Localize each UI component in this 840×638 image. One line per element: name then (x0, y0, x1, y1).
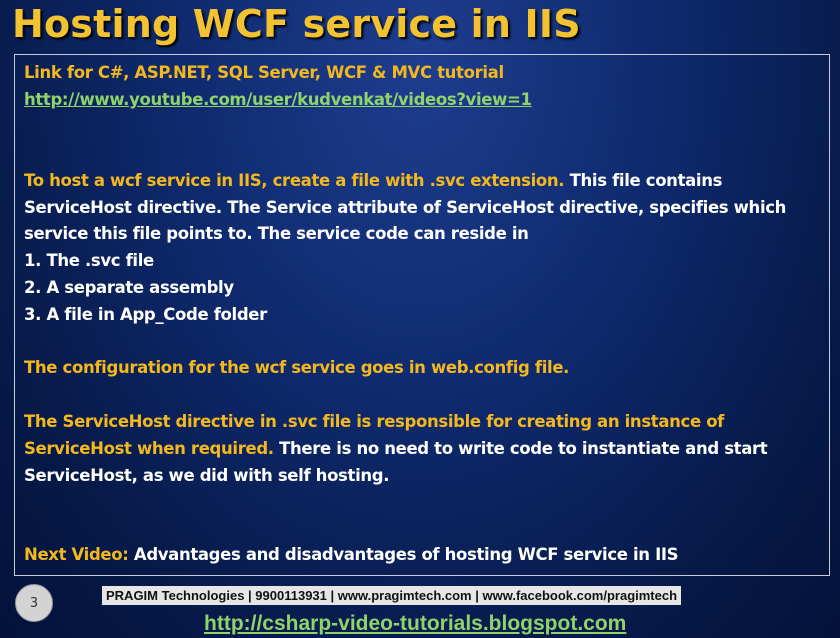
svc-intro-line-1: To host a wcf service in IIS, create a f… (24, 171, 722, 190)
youtube-link[interactable]: http://www.youtube.com/user/kudvenkat/vi… (24, 90, 532, 109)
servicehost-line-1: The ServiceHost directive in .svc file i… (24, 412, 725, 431)
servicehost-line-2: ServiceHost when required. There is no n… (24, 439, 768, 458)
slide-title: Hosting WCF service in IIS (12, 2, 581, 46)
servicehost-line-3: ServiceHost, as we did with self hosting… (24, 466, 390, 485)
blog-link[interactable]: http://csharp-video-tutorials.blogspot.c… (204, 612, 627, 635)
servicehost-rest: There is no need to write code to instan… (273, 439, 768, 458)
svc-intro-line-3: service this file points to. The service… (24, 224, 529, 243)
next-video-title: Advantages and disadvantages of hosting … (128, 545, 679, 564)
company-info-bar: PRAGIM Technologies | 9900113931 | www.p… (102, 586, 682, 605)
list-item-separate-assembly: 2. A separate assembly (24, 278, 234, 297)
page-number-badge: 3 (15, 584, 53, 622)
config-note: The configuration for the wcf service go… (24, 358, 570, 377)
next-video-line: Next Video: Advantages and disadvantages… (24, 545, 679, 564)
list-item-svc-file: 1. The .svc file (24, 251, 154, 270)
svc-intro-rest: This file contains (564, 171, 723, 190)
content-box: Link for C#, ASP.NET, SQL Server, WCF & … (14, 54, 830, 576)
servicehost-highlight: ServiceHost when required. (24, 439, 274, 458)
tutorial-link-label: Link for C#, ASP.NET, SQL Server, WCF & … (24, 63, 504, 82)
svc-intro-line-2: ServiceHost directive. The Service attri… (24, 198, 787, 217)
list-item-app-code: 3. A file in App_Code folder (24, 305, 267, 324)
next-video-label: Next Video: (24, 545, 129, 564)
svc-intro-highlight: To host a wcf service in IIS, create a f… (24, 171, 565, 190)
